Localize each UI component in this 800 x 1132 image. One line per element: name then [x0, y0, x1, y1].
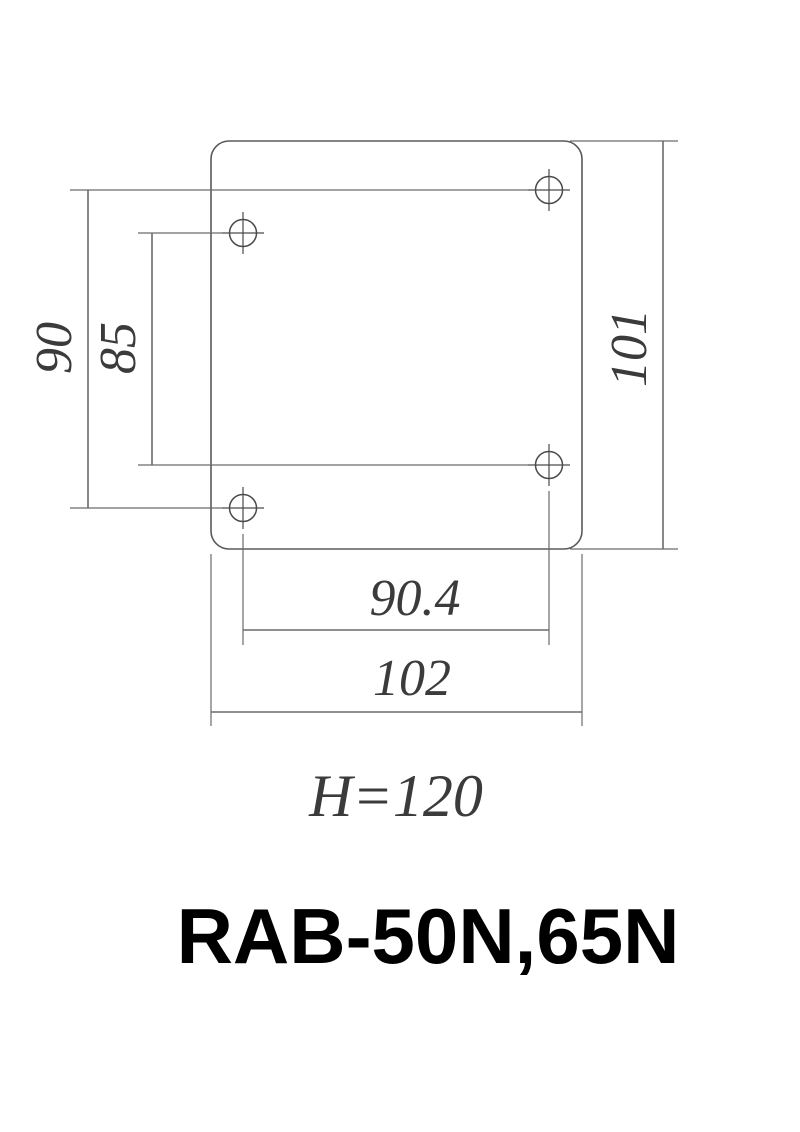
hole-top-left	[222, 212, 264, 254]
page-title: RAB-50N,65N	[177, 892, 680, 980]
mounting-holes-group	[222, 169, 570, 529]
dimension-label-90-4: 90.4	[370, 570, 461, 627]
dimension-label-102: 102	[373, 650, 451, 707]
hole-bottom-left	[222, 487, 264, 529]
dimension-text-group: 90 85 101 90.4 102	[26, 309, 658, 707]
dimension-label-101: 101	[601, 309, 658, 387]
dimension-label-85: 85	[90, 322, 147, 374]
dimension-label-90: 90	[26, 322, 83, 374]
plate-outline-group	[210, 140, 583, 550]
hole-top-right	[528, 169, 570, 211]
extension-lines-group	[70, 140, 678, 726]
plate-outline	[210, 140, 583, 550]
hole-bottom-right	[528, 444, 570, 486]
dimension-lines-group	[87, 141, 664, 713]
height-note: H=120	[308, 763, 483, 829]
